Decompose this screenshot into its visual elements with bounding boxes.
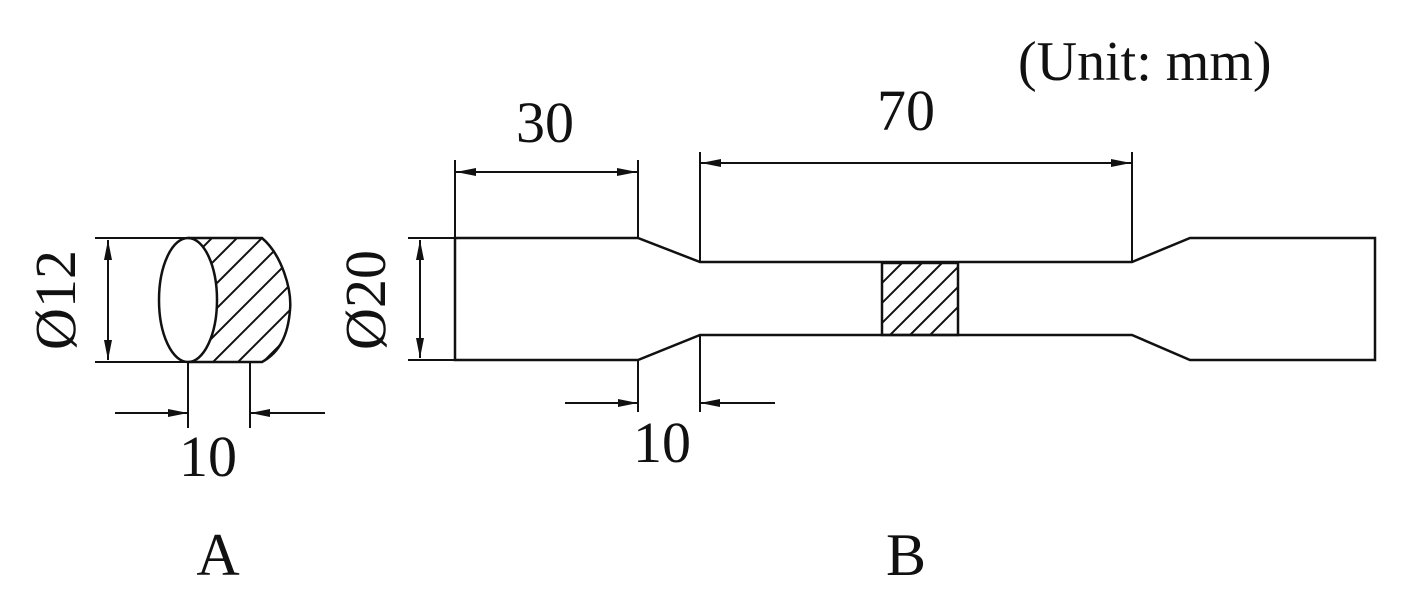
part-a-length-label: 10 xyxy=(179,424,237,489)
part-b-diameter-label: Ø20 xyxy=(333,250,398,350)
part-b-transition-length-label: 10 xyxy=(633,410,691,475)
part-b-transition-dimension: 10 xyxy=(565,335,775,475)
part-a-label: A xyxy=(196,522,239,588)
part-a: Ø12 10 A xyxy=(23,236,325,588)
part-b-grip-length-label: 30 xyxy=(516,90,574,155)
part-a-diameter-dimension: Ø12 xyxy=(23,237,188,363)
part-b-diameter-dimension: Ø20 xyxy=(333,237,455,361)
part-b-grip-dimension: 30 xyxy=(454,90,639,238)
unit-note: (Unit: mm) xyxy=(1018,31,1272,93)
part-b-label: B xyxy=(886,522,926,588)
part-b-hatch-box xyxy=(880,261,960,337)
part-b-gauge-length-label: 70 xyxy=(877,78,935,143)
part-a-diameter-label: Ø12 xyxy=(23,250,88,350)
part-a-front-face xyxy=(157,236,219,364)
part-a-length-dimension: 10 xyxy=(115,362,325,489)
part-b-outline xyxy=(453,236,1377,362)
part-a-outline xyxy=(188,236,292,364)
part-b: Ø20 30 70 xyxy=(333,78,1377,588)
part-b-gauge-dimension: 70 xyxy=(699,78,1133,262)
part-b-hatching xyxy=(882,263,958,335)
